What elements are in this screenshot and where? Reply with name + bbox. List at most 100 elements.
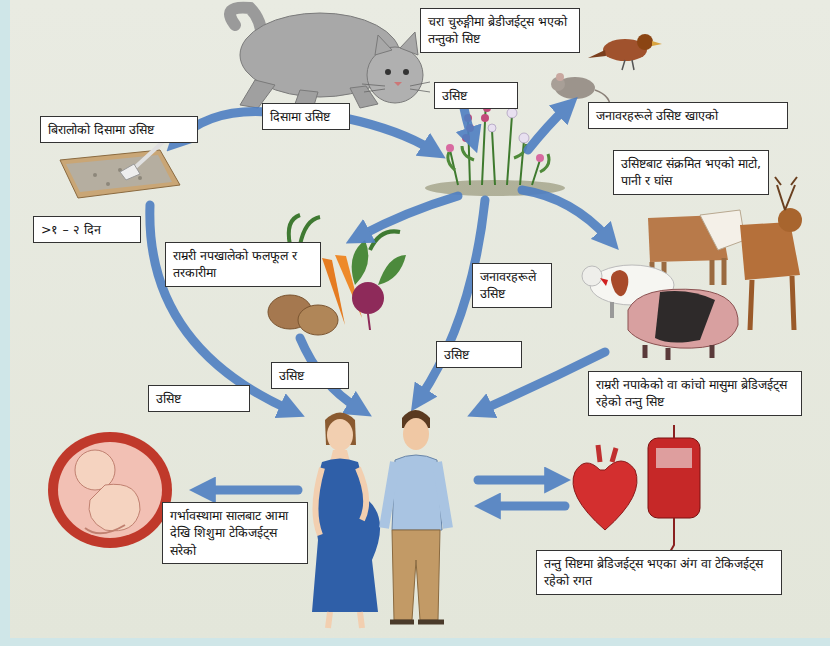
arrows-part (360, 196, 458, 236)
label-text: चरा चुरुङ्गीमा ब्रेडीजईट्स भएको तन्तुको … (428, 13, 572, 48)
label-box: >१ – २ दिन (33, 216, 141, 243)
cat-part (400, 32, 418, 55)
farm-animals-part (611, 270, 628, 296)
man (384, 410, 448, 622)
farm-animals (582, 177, 802, 360)
arrows (150, 98, 608, 506)
blood-bag-part (656, 448, 692, 468)
pregnant-woman-part (328, 612, 362, 628)
heart-part (573, 461, 637, 530)
label-box: गर्भावस्थामा सालबाट आमा देखि शिशुमा टेकि… (162, 502, 308, 564)
cat-part (375, 35, 392, 55)
label-text: बिरालोको दिसामा उसिष्ट (48, 121, 190, 138)
label-text: राम्ररी नपाकेको वा कांचो मासुमा ब्रेडिजई… (596, 376, 794, 411)
litter-box-part-part (93, 173, 97, 177)
label-text: >१ – २ दिन (41, 221, 133, 238)
farm-animals-part (750, 276, 794, 330)
litter-box-part-part (138, 176, 142, 180)
farm-animals-part (700, 210, 745, 250)
litter-box-part (66, 155, 172, 192)
cat-part (385, 69, 391, 75)
farm-animals-part (775, 177, 797, 210)
man-part (392, 530, 440, 620)
label-box: चरा चुरुङ्गीमा ब्रेडीजईट्स भएको तन्तुको … (420, 8, 580, 53)
man-part (384, 462, 448, 528)
heart-part (598, 445, 616, 462)
pregnant-woman (312, 413, 380, 629)
man-part (403, 418, 429, 450)
bird (588, 34, 662, 70)
plants (425, 94, 565, 196)
plants-part (488, 108, 529, 143)
pregnant-woman-part (315, 468, 366, 535)
label-box: तन्तु सिष्टमा ब्रेडिजईट्स भएका अंग वा टे… (536, 550, 782, 595)
label-text: तन्तु सिष्टमा ब्रेडिजईट्स भएका अंग वा टे… (544, 555, 774, 590)
litter-box (60, 140, 180, 198)
arrows-part (205, 486, 298, 495)
farm-animals-part (778, 208, 802, 232)
fetus-in-uterus-part (48, 432, 172, 548)
plants-part-part (519, 133, 529, 143)
fetus-in-uterus-part (75, 450, 115, 490)
bird-part (622, 60, 634, 70)
fetus-in-uterus-part (58, 442, 162, 538)
fetus-in-uterus-part (89, 484, 140, 531)
blood-bag-part (670, 425, 674, 552)
plants-part-part (507, 108, 517, 118)
blood-bag-part (648, 438, 700, 518)
vegetables-part (368, 314, 370, 330)
bird-part (588, 50, 606, 58)
fetus-in-uterus-part (85, 525, 125, 533)
fetus-in-uterus (48, 432, 172, 548)
farm-animals-part (645, 345, 712, 360)
label-box: जनावरहरूले उसिष्ट (472, 263, 552, 308)
label-text: जनावरहरूले उसिष्ट (480, 268, 544, 303)
label-text: उसिष्ट (156, 390, 242, 407)
label-text: उसिष्ट (279, 367, 341, 384)
heart (573, 445, 637, 530)
label-box: राम्ररी नपखालेको फलफूल र तरकारीमा (165, 242, 321, 287)
cat-part (362, 82, 430, 92)
cat-part (403, 69, 409, 75)
label-box: उसिष्ट (436, 341, 522, 368)
plants-part-part (481, 114, 489, 122)
farm-animals-part (600, 278, 608, 286)
litter-box-part-part (106, 182, 110, 186)
label-box: बिरालोको दिसामा उसिष्ट (40, 116, 198, 143)
pregnant-woman-part (312, 459, 380, 613)
label-text: उसिष्ट (444, 346, 514, 363)
vegetables-part (352, 282, 384, 314)
label-text: उसिष्ट (442, 87, 510, 104)
label-box: उसिष्टबाट संक्रमित भएको माटो, पानी र घां… (613, 150, 769, 195)
arrows-part (522, 190, 608, 238)
label-text: उसिष्टबाट संक्रमित भएको माटो, पानी र घां… (621, 155, 761, 190)
label-text: गर्भावस्थामा सालबाट आमा देखि शिशुमा टेकि… (170, 507, 300, 559)
arrows-part (150, 205, 290, 410)
arrows-part (478, 476, 555, 485)
plants-part-part (536, 154, 544, 162)
farm-animals-part (628, 289, 738, 348)
label-text: दिसामा उसिष्ट (270, 108, 342, 125)
bird-part (652, 41, 662, 46)
cat (230, 8, 430, 112)
farm-animals-part (655, 291, 715, 343)
litter-box-part (60, 150, 180, 198)
label-text: राम्ररी नपखालेको फलफूल र तरकारीमा (173, 247, 313, 282)
plants-part-part (446, 144, 454, 152)
cat-part (394, 82, 402, 86)
arrows-part (528, 108, 566, 150)
litter-box-part (120, 164, 140, 180)
vegetables-part (352, 240, 406, 285)
label-text: जनावरहरूले उसिष्ट खाएको (596, 107, 780, 124)
label-box: उसिष्ट (148, 385, 250, 412)
label-box: उसिष्ट (271, 362, 349, 389)
plants-part-part (488, 124, 496, 132)
label-box: राम्ररी नपाकेको वा कांचो मासुमा ब्रेडिजई… (588, 371, 802, 416)
label-box: जनावरहरूले उसिष्ट खाएको (588, 102, 788, 129)
label-box: दिसामा उसिष्ट (262, 103, 350, 130)
background-part (10, 0, 830, 638)
man-part (390, 620, 444, 625)
blood-bag (648, 425, 700, 552)
